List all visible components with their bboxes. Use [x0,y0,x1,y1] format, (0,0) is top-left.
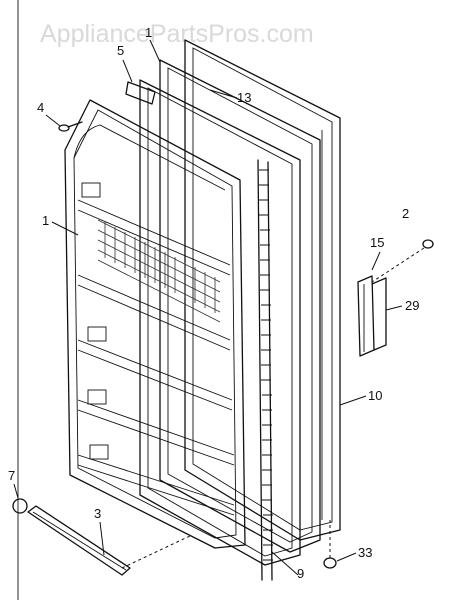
screw-part-4 [58,121,83,132]
door-frame [159,59,321,553]
door-gasket [257,159,273,581]
handle-cover-part-29 [371,277,387,351]
door-liner [64,99,246,549]
callout-4: 4 [37,100,44,115]
callout-2: 2 [402,206,409,221]
top-bracket [125,81,156,105]
liner-vent-grille [97,219,221,323]
watermark-text: AppliancePartsPros.com [40,20,314,48]
callout-1-side: 1 [42,213,49,228]
bottom-trim-part-3 [27,505,193,576]
callout-3: 3 [94,506,101,521]
callout-9: 9 [297,566,304,581]
leader-lines [13,39,403,576]
plug-button-part-33 [323,520,337,569]
breaker-strip [139,79,301,566]
hinge-cap-part-7 [12,498,28,514]
callout-29: 29 [405,298,419,313]
callout-15: 15 [370,235,384,250]
callout-1-top: 1 [145,25,152,40]
callout-13: 13 [237,90,251,105]
handle-part-15 [357,275,375,357]
screw-part-2 [371,239,434,283]
callout-33: 33 [358,545,372,560]
callout-5: 5 [117,43,124,58]
callout-10: 10 [368,388,382,403]
callout-7: 7 [8,468,15,483]
